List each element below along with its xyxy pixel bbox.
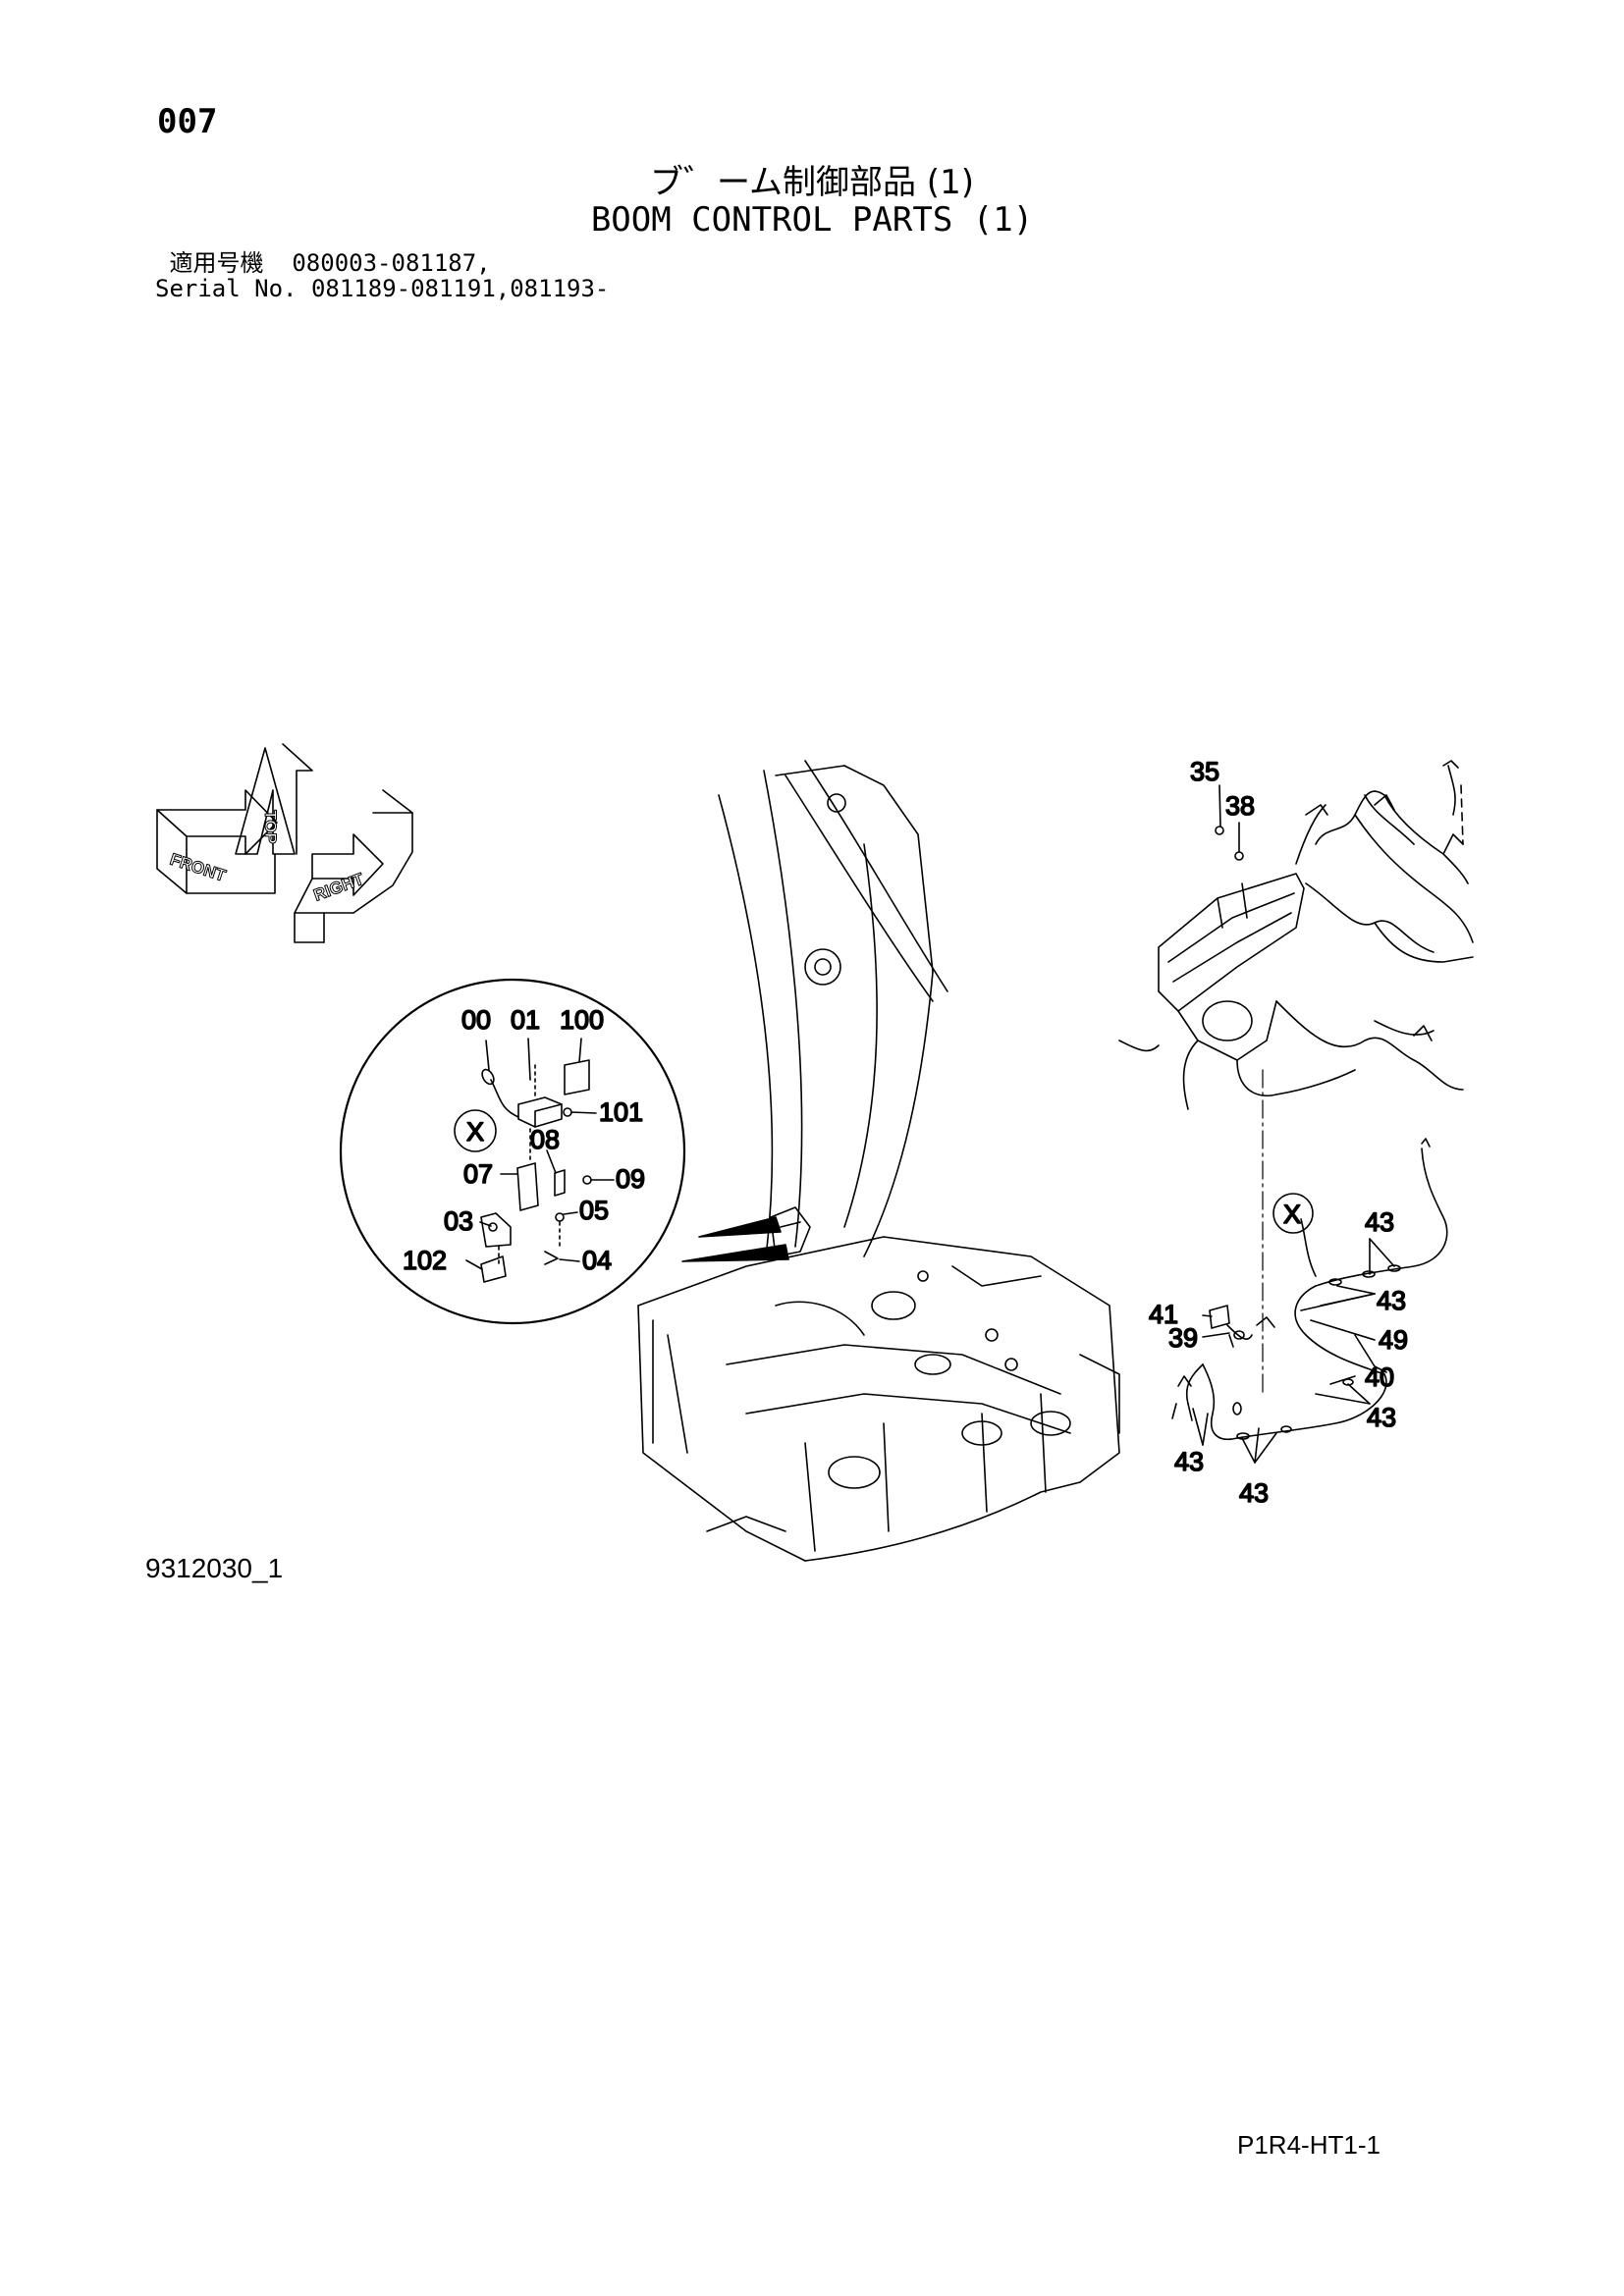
callout-07: 07	[463, 1159, 493, 1189]
detail-leader-lower	[682, 1245, 788, 1261]
callout-102: 102	[403, 1246, 447, 1275]
figure-code: 9312030_1	[145, 1553, 284, 1583]
serial-line-1: 適用号機 080003-081187,	[155, 249, 491, 277]
callout-43-lower-right: 43	[1367, 1403, 1396, 1432]
detail-x-label: X	[466, 1117, 484, 1147]
callout-100: 100	[560, 1005, 604, 1035]
callout-43-bottom: 43	[1239, 1478, 1269, 1508]
boom-frame-assembly	[638, 761, 1119, 1561]
callout-49: 49	[1379, 1325, 1408, 1355]
x-reference-label: X	[1283, 1200, 1301, 1229]
callout-40: 40	[1365, 1362, 1394, 1392]
callout-01: 01	[511, 1005, 540, 1035]
callout-43-top: 43	[1365, 1207, 1394, 1237]
detail-leader-upper	[699, 1217, 781, 1237]
controller-harness: 35 38	[1119, 756, 1473, 1109]
callout-43-right: 43	[1377, 1286, 1406, 1315]
page-code: P1R4-HT1-1	[1237, 2130, 1380, 2160]
callout-08: 08	[530, 1125, 560, 1154]
serial-number-block: 適用号機 080003-081187, Serial No. 081189-08…	[155, 250, 609, 301]
callout-05: 05	[579, 1196, 609, 1225]
serial-line-2: Serial No. 081189-081191,081193-	[155, 275, 610, 302]
title-japanese: ブ゛ーム制御部品 (1)	[650, 163, 974, 202]
callout-04: 04	[582, 1246, 612, 1275]
callout-35: 35	[1190, 757, 1219, 786]
callout-43-lower-left: 43	[1174, 1447, 1204, 1476]
title-english: BOOM CONTROL PARTS (1)	[590, 200, 1034, 240]
detail-circle-x: 00 01 100 101 08 07 09 03 05 04 102 X	[341, 980, 684, 1323]
callout-38: 38	[1225, 791, 1255, 821]
callout-39: 39	[1168, 1323, 1198, 1353]
callout-09: 09	[616, 1164, 645, 1194]
front-label: FRONT	[168, 850, 229, 885]
callout-00: 00	[461, 1005, 491, 1035]
callout-101: 101	[599, 1097, 643, 1127]
right-label: RIGHT	[311, 870, 367, 905]
callout-03: 03	[444, 1206, 473, 1236]
orientation-symbol: FRONT TOP RIGHT	[157, 744, 412, 942]
callout-41: 41	[1149, 1300, 1178, 1329]
top-label: TOP	[261, 810, 280, 844]
lower-harness: X	[1148, 1139, 1447, 1509]
page-number: 007	[157, 102, 218, 141]
